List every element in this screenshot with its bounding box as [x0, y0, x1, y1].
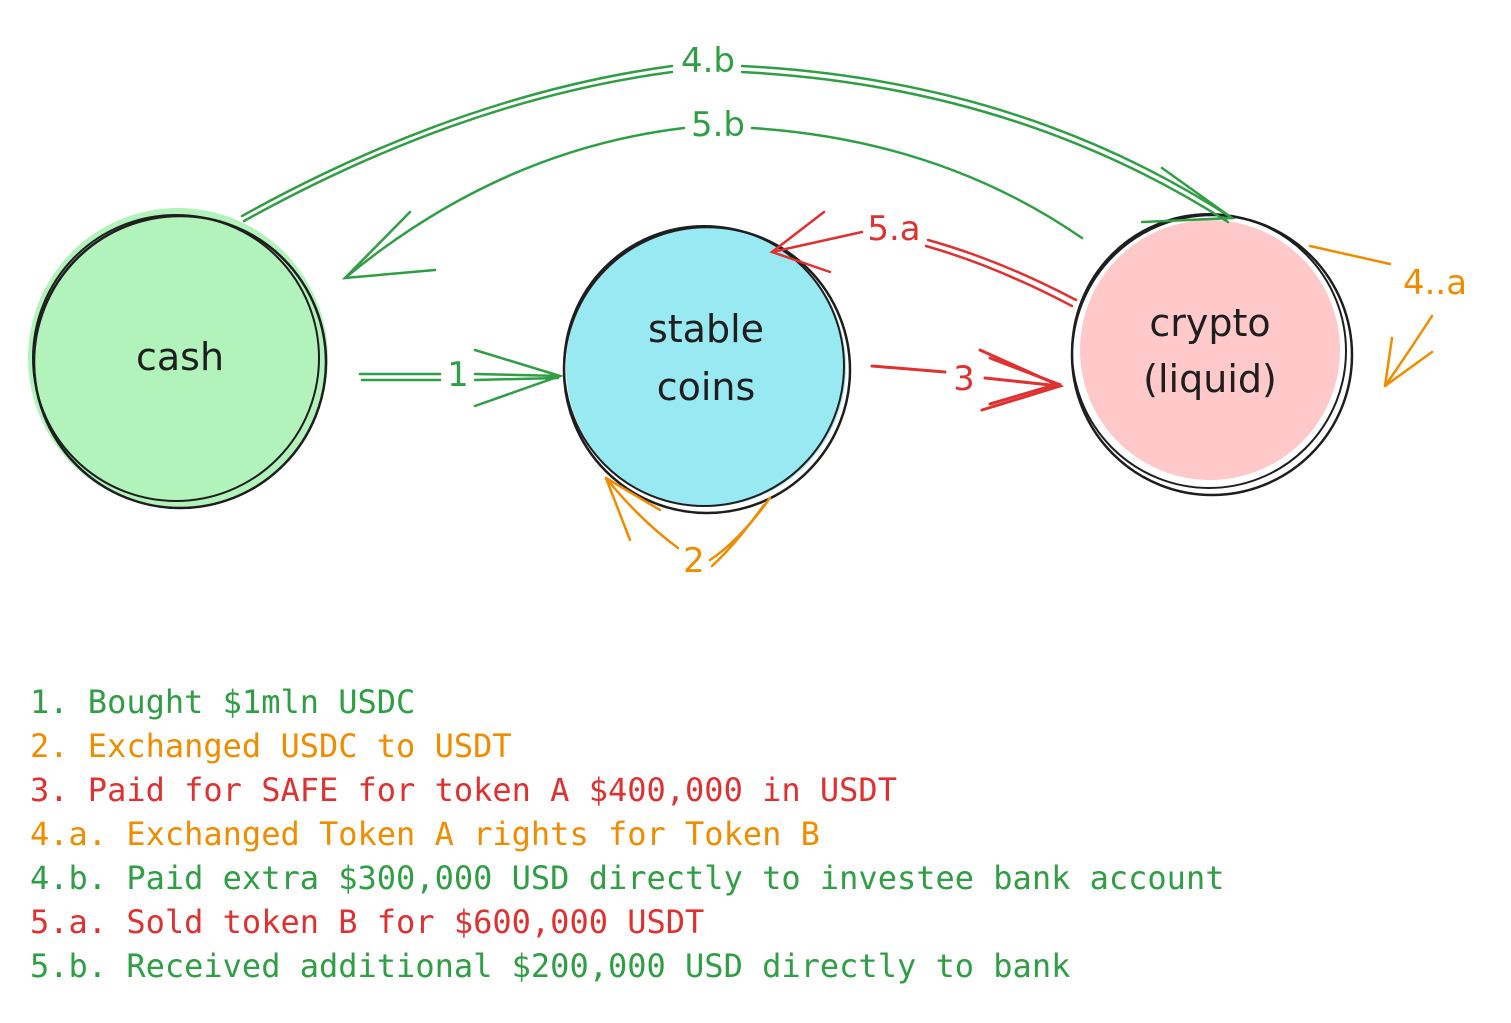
- edge-5a-line: [926, 238, 1078, 302]
- edge-4b-arrowhead: [1140, 166, 1236, 224]
- edge-4b-line-left: [240, 64, 674, 218]
- edge-5b-label: 5.b: [691, 105, 745, 145]
- crypto-label-line2: (liquid): [1143, 357, 1277, 401]
- node-crypto[interactable]: crypto (liquid): [1070, 213, 1354, 497]
- cash-outline-2: [32, 214, 320, 502]
- stable-label-line1: stable: [648, 307, 764, 351]
- edge-2[interactable]: 2: [604, 476, 772, 581]
- legend-item-3: 3. Paid for SAFE for token A $400,000 in…: [30, 771, 897, 809]
- legend-item-4a: 4.a. Exchanged Token A rights for Token …: [30, 815, 820, 853]
- stable-label-line2: coins: [657, 365, 756, 409]
- edge-4b-line-right-2: [740, 70, 1230, 224]
- stable-outline-2: [563, 225, 845, 507]
- edge-4b-label: 4.b: [681, 41, 735, 81]
- edge-5b-line-left: [343, 126, 686, 280]
- legend-item-4b: 4.b. Paid extra $300,000 USD directly to…: [30, 859, 1225, 897]
- edge-1-label: 1: [447, 355, 469, 395]
- edge-5a[interactable]: 5.a: [769, 209, 1078, 308]
- edge-5a-line-left: [770, 230, 864, 254]
- edge-2-line-left: [604, 476, 680, 550]
- edge-4b[interactable]: 4.b: [240, 41, 1236, 224]
- edge-2-arrowhead: [604, 476, 662, 542]
- edge-4a-label: 4..a: [1403, 263, 1467, 303]
- edge-3-label: 3: [953, 359, 975, 399]
- legend-item-5b: 5.b. Received additional $200,000 USD di…: [30, 947, 1071, 985]
- edge-5b-line-right: [750, 126, 1084, 240]
- edge-1-line-2: [360, 376, 560, 382]
- edge-5a-line-2: [924, 244, 1074, 308]
- edge-5a-arrowhead: [769, 210, 832, 274]
- crypto-fill: [1080, 220, 1340, 480]
- edge-2-line-right-2: [710, 503, 766, 568]
- edge-4a-line-top: [1308, 244, 1392, 266]
- edge-3-arrowhead: [978, 348, 1065, 412]
- edge-4a[interactable]: 4..a: [1308, 244, 1467, 388]
- edge-4a-line: [1383, 314, 1434, 388]
- edge-3-arrowhead-2: [988, 356, 1063, 406]
- edge-3-line: [870, 364, 1062, 388]
- crypto-outline-2: [1071, 213, 1347, 489]
- legend-item-5a: 5.a. Sold token B for $600,000 USDT: [30, 903, 705, 941]
- cash-label: cash: [136, 335, 224, 379]
- edge-3[interactable]: 3: [870, 348, 1065, 412]
- edge-5a-label: 5.a: [867, 209, 920, 249]
- edge-1[interactable]: 1: [358, 348, 564, 408]
- legend-item-2: 2. Exchanged USDC to USDT: [30, 727, 512, 765]
- legend-item-1: 1. Bought $1mln USDC: [30, 683, 416, 721]
- edge-4a-arrowhead: [1383, 336, 1434, 388]
- edge-5b[interactable]: 5.b: [341, 105, 1084, 280]
- edge-4b-line-right: [740, 64, 1234, 220]
- crypto-label-line1: crypto: [1149, 301, 1270, 345]
- edge-5b-arrowhead: [341, 210, 437, 280]
- edge-1-arrowhead: [473, 348, 564, 408]
- stable-fill: [566, 227, 846, 507]
- node-cash[interactable]: cash: [28, 208, 328, 510]
- legend: 1. Bought $1mln USDC 2. Exchanged USDC t…: [30, 680, 1224, 988]
- edge-2-label: 2: [683, 541, 705, 581]
- node-stable-coins[interactable]: stable coins: [562, 225, 852, 515]
- edge-1-line: [358, 372, 562, 378]
- cash-fill: [28, 208, 328, 508]
- edge-4b-line-left-2: [242, 70, 674, 223]
